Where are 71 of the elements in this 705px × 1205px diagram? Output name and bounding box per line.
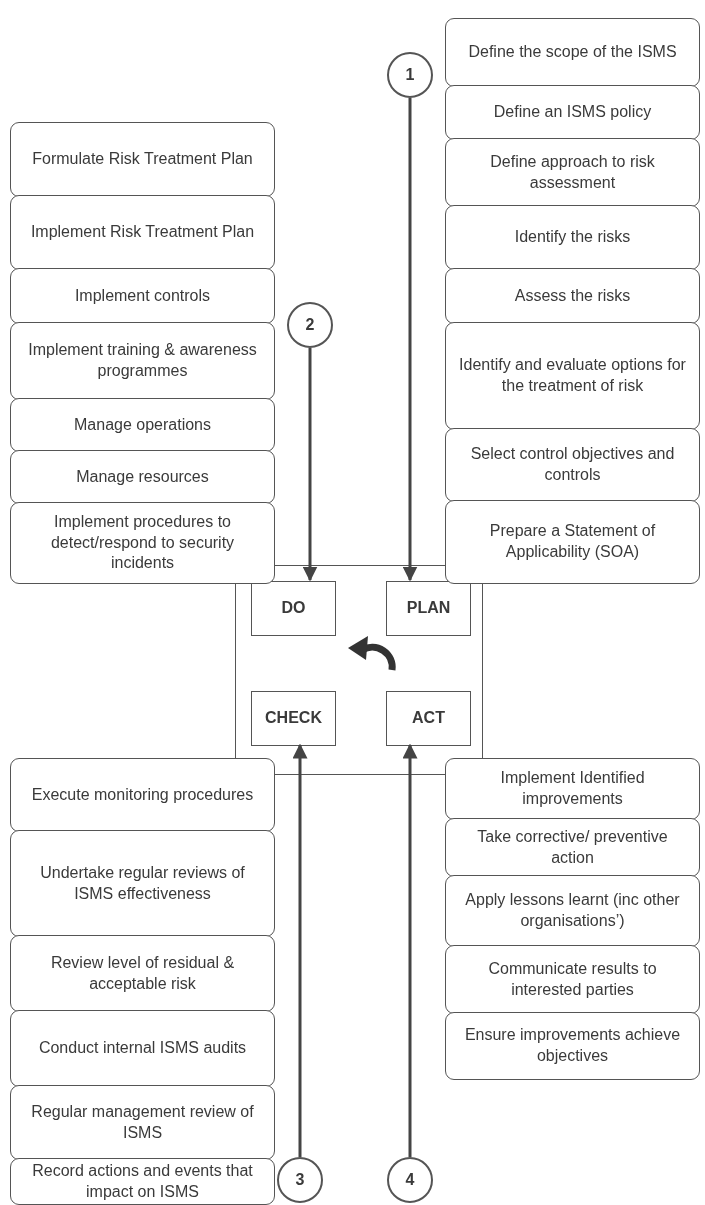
step-text: 3 [295, 1169, 305, 1190]
phase-box [386, 691, 471, 746]
process-box [10, 1085, 275, 1160]
step-text: Define an ISMS policy [493, 102, 652, 123]
process-box [445, 138, 700, 207]
process-box [445, 85, 700, 140]
step-text: Execute monitoring procedures [31, 784, 254, 805]
step-text: Apply lessons learnt (inc other organisations’) [464, 890, 681, 931]
step-text: Manage operations [74, 414, 211, 435]
process-box [10, 322, 275, 400]
step-text: DO [281, 598, 306, 619]
process-box [10, 122, 275, 197]
process-box [10, 398, 275, 452]
step-text: Identify the risks [514, 227, 631, 248]
step-text: Prepare a Statement of Applicability (SOA) [488, 521, 657, 562]
step-text: Ensure improvements achieve objectives [463, 1025, 682, 1066]
process-box [10, 268, 275, 324]
step-number-circle [387, 1157, 433, 1203]
process-box [445, 322, 700, 430]
step-number-circle [287, 302, 333, 348]
step-text: Manage resources [76, 466, 209, 487]
step-number-circle [277, 1157, 323, 1203]
process-box [10, 758, 275, 832]
process-box [445, 500, 700, 584]
process-box [445, 875, 700, 947]
process-box [445, 268, 700, 324]
step-text: Implement training & awareness programmes [27, 340, 258, 381]
arrow [302, 348, 318, 582]
step-text: Implement Identified improvements [499, 768, 646, 809]
process-box [10, 502, 275, 584]
step-text: 4 [405, 1169, 415, 1190]
step-text: ACT [412, 708, 445, 729]
step-text: Record actions and events that impact on ISMS [31, 1160, 254, 1202]
step-text: Implement procedures to detect/respond to security incidents [49, 511, 236, 574]
step-text: Review level of residual & acceptable risk [49, 952, 236, 994]
process-box [445, 18, 700, 87]
step-text: Communicate results to interested parties [487, 958, 658, 1000]
step-text: 1 [405, 64, 415, 85]
process-box [445, 205, 700, 270]
process-box [445, 758, 700, 820]
phase-box [251, 581, 336, 636]
process-box [10, 1010, 275, 1087]
step-text: CHECK [265, 708, 322, 729]
step-text: 2 [305, 314, 315, 335]
process-box [10, 935, 275, 1012]
process-box [10, 450, 275, 504]
step-text: Select control objectives and controls [469, 444, 676, 485]
process-box [445, 428, 700, 502]
step-text: Regular management review of ISMS [30, 1101, 255, 1143]
process-box [10, 1158, 275, 1205]
step-text: Assess the risks [514, 285, 631, 306]
step-text: Define approach to risk assessment [489, 151, 656, 193]
step-text: Formulate Risk Treatment Plan [32, 149, 253, 170]
step-text: Identify and evaluate options for the treatment of risk [458, 355, 687, 396]
step-text: Take corrective/ preventive action [476, 826, 669, 868]
process-box [10, 830, 275, 937]
step-number-circle [387, 52, 433, 98]
arrow [402, 98, 418, 582]
process-box [445, 818, 700, 877]
cycle-frame [235, 565, 483, 775]
process-box [10, 195, 275, 270]
phase-box [386, 581, 471, 636]
step-text: Undertake regular reviews of ISMS effectiveness [39, 862, 246, 904]
step-text: Implement Risk Treatment Plan [30, 222, 255, 243]
process-box [445, 1012, 700, 1080]
step-text: Define the scope of the ISMS [468, 42, 677, 63]
step-text: PLAN [406, 598, 451, 619]
phase-box [251, 691, 336, 746]
step-text: Implement controls [74, 285, 211, 306]
step-text: Conduct internal ISMS audits [38, 1038, 247, 1059]
process-box [445, 945, 700, 1014]
